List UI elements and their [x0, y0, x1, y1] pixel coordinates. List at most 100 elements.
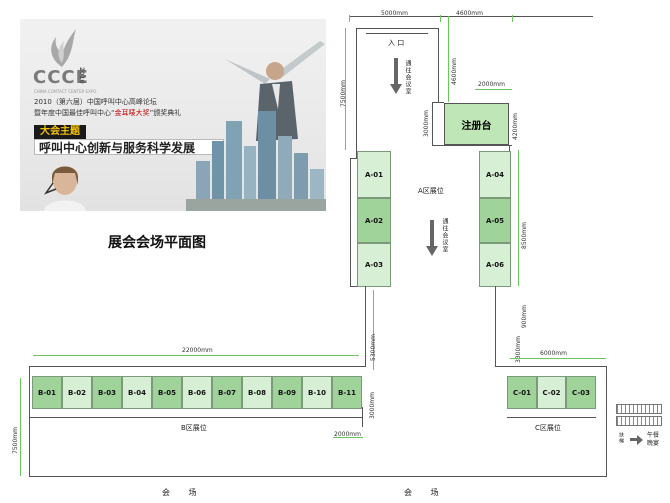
line2-suffix: ”颁奖典礼 — [149, 109, 182, 117]
booth-a-06: A-06 — [479, 243, 511, 287]
wall — [432, 102, 444, 103]
banner-title-line1: 2010（第六届）中国呼叫中心高峰论坛 — [34, 98, 157, 106]
dim-b-gap: 2000mm — [334, 431, 361, 438]
plan-title: 展会会场平面图 — [108, 235, 206, 251]
booth-c-02: C-02 — [537, 376, 566, 409]
wall — [438, 28, 439, 102]
escalator-label: 扶梯 — [618, 432, 624, 444]
wall — [356, 28, 357, 158]
conference-banner: CCCE 2010 CHINA CONTACT CENTER EXPO 2010… — [20, 19, 326, 211]
dim-top-width: 5000mm — [381, 10, 408, 17]
wall — [495, 366, 607, 367]
line2-prefix: 暨年度中国最佳呼叫中心“ — [34, 109, 115, 117]
dim-line — [373, 290, 374, 370]
wall — [29, 366, 30, 476]
wall — [30, 417, 362, 418]
dim-line — [510, 358, 606, 359]
dim-a-right: 8500mm — [521, 222, 528, 249]
booth-a-02: A-02 — [357, 198, 391, 243]
escalator-icon — [616, 404, 662, 414]
wall — [29, 476, 607, 477]
wall — [507, 417, 596, 418]
booth-a-03: A-03 — [357, 243, 391, 287]
tick — [512, 15, 513, 22]
dinner-label: 午餐晚宴 — [647, 432, 660, 447]
wall — [350, 158, 351, 286]
wall — [350, 158, 357, 159]
down-arrow-icon — [390, 84, 402, 94]
hall-label-2: 会 场 — [404, 488, 447, 497]
dim-b-booth: 3000mm — [369, 392, 376, 419]
call-center-agent-illustration — [43, 166, 86, 211]
logo-subtitle: CHINA CONTACT CENTER EXPO — [34, 89, 97, 94]
booth-b-10: B-10 — [302, 376, 332, 409]
theme-label: 大会主题 — [34, 125, 86, 139]
booth-b-09: B-09 — [272, 376, 302, 409]
booth-b-04: B-04 — [122, 376, 152, 409]
dim-line — [518, 150, 519, 286]
dim-reg-right: 4200mm — [512, 113, 519, 140]
passage-text-2: 通往会议室 — [441, 218, 448, 253]
dim-reg-width: 2000mm — [478, 81, 505, 88]
zone-a-label: A区展位 — [418, 187, 444, 195]
dim-c-width: 6000mm — [540, 350, 567, 357]
dim-line — [33, 355, 359, 356]
booth-a-04: A-04 — [479, 151, 511, 198]
dim-line — [448, 16, 449, 102]
dim-reg-offset: 4600mm — [451, 58, 458, 85]
city-skyline-illustration — [186, 111, 326, 211]
wall — [365, 286, 366, 366]
arrow-stem — [394, 58, 398, 84]
theme-text: 呼叫中心创新与服务科学发展 — [34, 139, 224, 155]
hall-label-1: 会 场 — [162, 488, 205, 497]
dim-b-width: 22000mm — [182, 347, 213, 354]
booth-b-11: B-11 — [332, 376, 362, 409]
dim-line — [475, 89, 512, 90]
entrance-label: 入 口 — [388, 39, 405, 47]
dim-top-right: 4600mm — [456, 10, 483, 17]
logo-year: 2010 — [78, 67, 85, 84]
wall — [509, 145, 510, 153]
dim-entrance-depth: 7500mm — [340, 80, 347, 107]
wall — [362, 407, 363, 427]
tick — [440, 15, 441, 22]
tick — [349, 15, 350, 22]
booth-b-03: B-03 — [92, 376, 122, 409]
down-arrow-icon — [426, 246, 438, 256]
wall — [432, 102, 433, 146]
dim-line — [333, 437, 363, 438]
banner-title-line2: 暨年度中国最佳呼叫中心“金耳唛大奖”颁奖典礼 — [34, 108, 181, 118]
dim-b-depth: 7500mm — [12, 427, 19, 454]
logo-flame-icon — [51, 29, 76, 67]
dim-line — [345, 28, 346, 150]
dim-reg-depth: 3000mm — [423, 110, 430, 137]
wall — [29, 366, 366, 367]
booth-b-08: B-08 — [242, 376, 272, 409]
booth-b-06: B-06 — [182, 376, 212, 409]
dim-a-lower: 900mm — [521, 305, 528, 329]
arrow-stem — [430, 220, 434, 246]
wall — [606, 366, 607, 476]
logo-text: CCCE — [33, 67, 89, 88]
arrow-stem — [630, 438, 638, 441]
award-name: 金耳唛大奖 — [114, 109, 150, 117]
wall — [495, 286, 496, 366]
wall — [356, 28, 438, 29]
booth-c-03: C-03 — [566, 376, 596, 409]
booth-a-05: A-05 — [479, 198, 511, 243]
booth-c-01: C-01 — [507, 376, 537, 409]
booth-b-02: B-02 — [62, 376, 92, 409]
zone-c-label: C区展位 — [535, 424, 561, 432]
passage-text-1: 通往会议室 — [404, 60, 411, 95]
zone-b-label: B区展位 — [181, 424, 207, 432]
dim-line — [20, 378, 21, 476]
escalator-icon-2 — [616, 416, 662, 426]
right-arrow-icon — [637, 435, 643, 445]
wall — [432, 145, 512, 146]
dim-line-top — [349, 16, 593, 17]
dim-corridor: 5300mm — [370, 334, 377, 361]
booth-b-07: B-07 — [212, 376, 242, 409]
booth-b-05: B-05 — [152, 376, 182, 409]
booth-b-01: B-01 — [32, 376, 62, 409]
booth-a-01: A-01 — [357, 151, 391, 198]
